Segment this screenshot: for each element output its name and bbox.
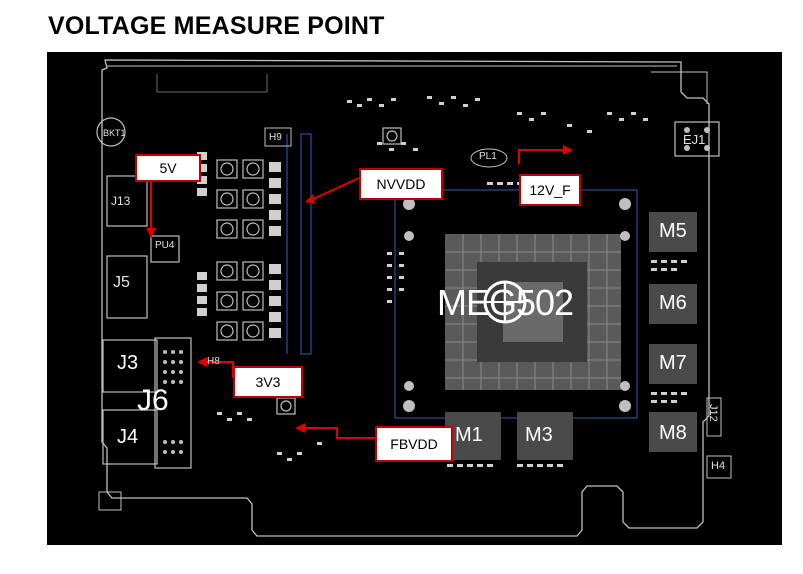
label-j6: J6 xyxy=(137,384,169,417)
gpu-package xyxy=(394,189,638,419)
h9-mount xyxy=(264,127,292,147)
h4-mount xyxy=(706,455,732,479)
j4-connector xyxy=(102,409,158,465)
label-m8: M8 xyxy=(659,422,687,444)
label-h8: H8 xyxy=(207,356,220,367)
page-title: VOLTAGE MEASURE POINT xyxy=(48,12,385,40)
j3-connector xyxy=(102,339,158,393)
ej1-connector xyxy=(674,121,720,157)
callout-nvvdd: NVVDD xyxy=(359,168,443,200)
label-pu4: PU4 xyxy=(155,240,175,251)
callout-3v3: 3V3 xyxy=(233,366,303,398)
label-j12: J12 xyxy=(707,404,719,422)
callout-12v-f: 12V_F xyxy=(519,174,581,206)
label-j3: J3 xyxy=(117,352,139,374)
vrm-inductors xyxy=(216,127,402,415)
memory-right-column xyxy=(649,212,697,452)
pcb-board-diagram: BKT1 H9 EJ1 PL1 J13 PU4 J5 J3 J6 J4 H8 M… xyxy=(47,52,782,545)
label-bkt1: BKT1 xyxy=(103,128,126,138)
label-m1: M1 xyxy=(455,424,483,446)
label-j13: J13 xyxy=(111,194,131,208)
j6-connector xyxy=(154,337,192,469)
j13-connector xyxy=(106,175,148,227)
bkt1-hole xyxy=(96,117,126,147)
label-h4: H4 xyxy=(711,460,726,472)
label-pl1: PL1 xyxy=(479,151,497,162)
memory-m3-chip xyxy=(517,412,573,460)
label-m7: M7 xyxy=(659,352,687,374)
pu4-chip xyxy=(150,235,180,263)
j12-connector xyxy=(706,397,722,437)
j5-connector xyxy=(106,255,148,319)
gpu-label: MEG502 xyxy=(437,282,574,323)
label-m5: M5 xyxy=(659,220,687,242)
callout-fbvdd: FBVDD xyxy=(375,426,453,462)
label-j4: J4 xyxy=(117,426,139,448)
label-m6: M6 xyxy=(659,292,687,314)
pl1-inductor xyxy=(470,148,508,168)
memory-m1-chip xyxy=(445,412,501,460)
callout-5v: 5V xyxy=(135,154,201,182)
label-m3: M3 xyxy=(525,424,553,446)
label-ej1: EJ1 xyxy=(683,132,706,147)
label-j5: J5 xyxy=(113,274,130,291)
label-h9: H9 xyxy=(269,132,282,143)
pcb-layout xyxy=(96,59,732,537)
